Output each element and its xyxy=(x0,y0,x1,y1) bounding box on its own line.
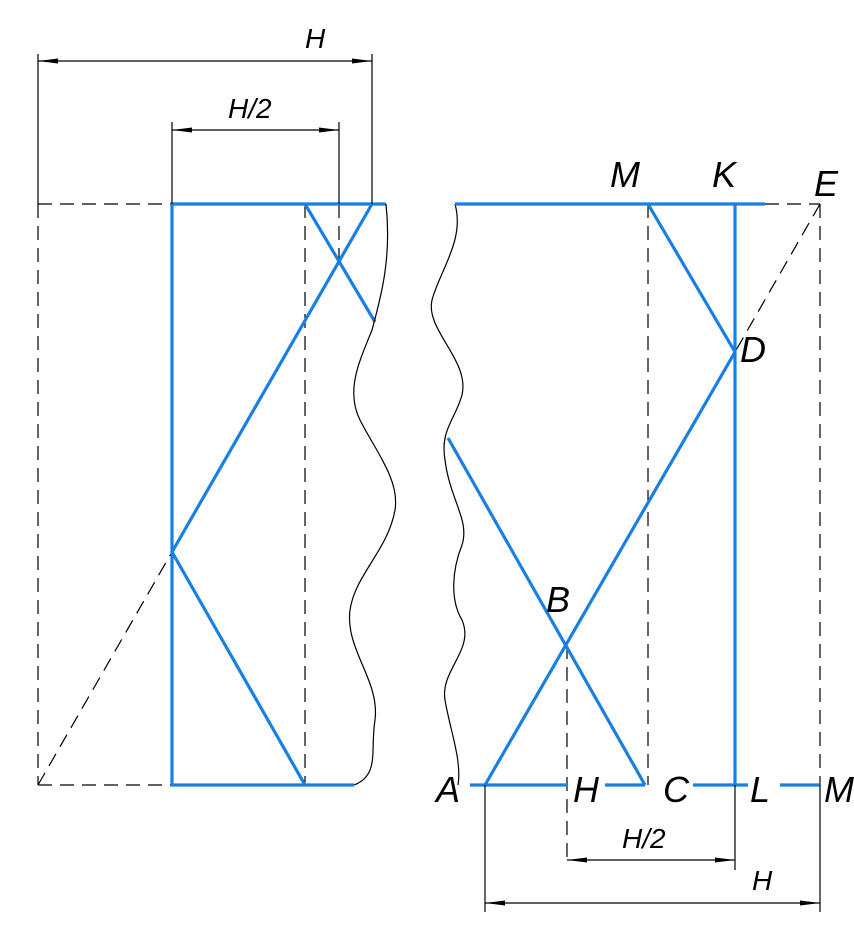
point-label-k: K xyxy=(712,154,738,195)
left-view: H H/2 xyxy=(37,23,397,787)
point-label-l: L xyxy=(750,769,770,810)
dimension-label-h-half: H/2 xyxy=(228,93,272,124)
dimension-extension-lines xyxy=(484,785,821,912)
point-label-m-bottom: M xyxy=(824,769,854,810)
point-label-h: H xyxy=(573,769,600,810)
dimension-extension-lines xyxy=(37,54,373,204)
point-label-e: E xyxy=(814,163,839,204)
dimension-label-h: H xyxy=(305,23,326,54)
point-label-c: C xyxy=(663,769,690,810)
construction-rect xyxy=(37,203,172,786)
point-label-d: D xyxy=(740,329,766,370)
point-label-b: B xyxy=(546,579,570,620)
construction-diagonal xyxy=(37,551,173,786)
outline xyxy=(170,202,386,787)
break-line xyxy=(348,203,397,786)
point-label-a: A xyxy=(434,769,460,810)
dimension-label-h-half: H/2 xyxy=(622,823,666,854)
right-view: M K E D B A H C L M H/2 H xyxy=(430,154,854,912)
break-line xyxy=(430,203,466,786)
outline xyxy=(455,202,765,785)
dimension-label-h: H xyxy=(752,865,773,896)
construction-lines xyxy=(566,203,821,865)
helix-line xyxy=(170,203,377,786)
point-label-m-top: M xyxy=(610,154,640,195)
helix-line xyxy=(446,203,737,786)
